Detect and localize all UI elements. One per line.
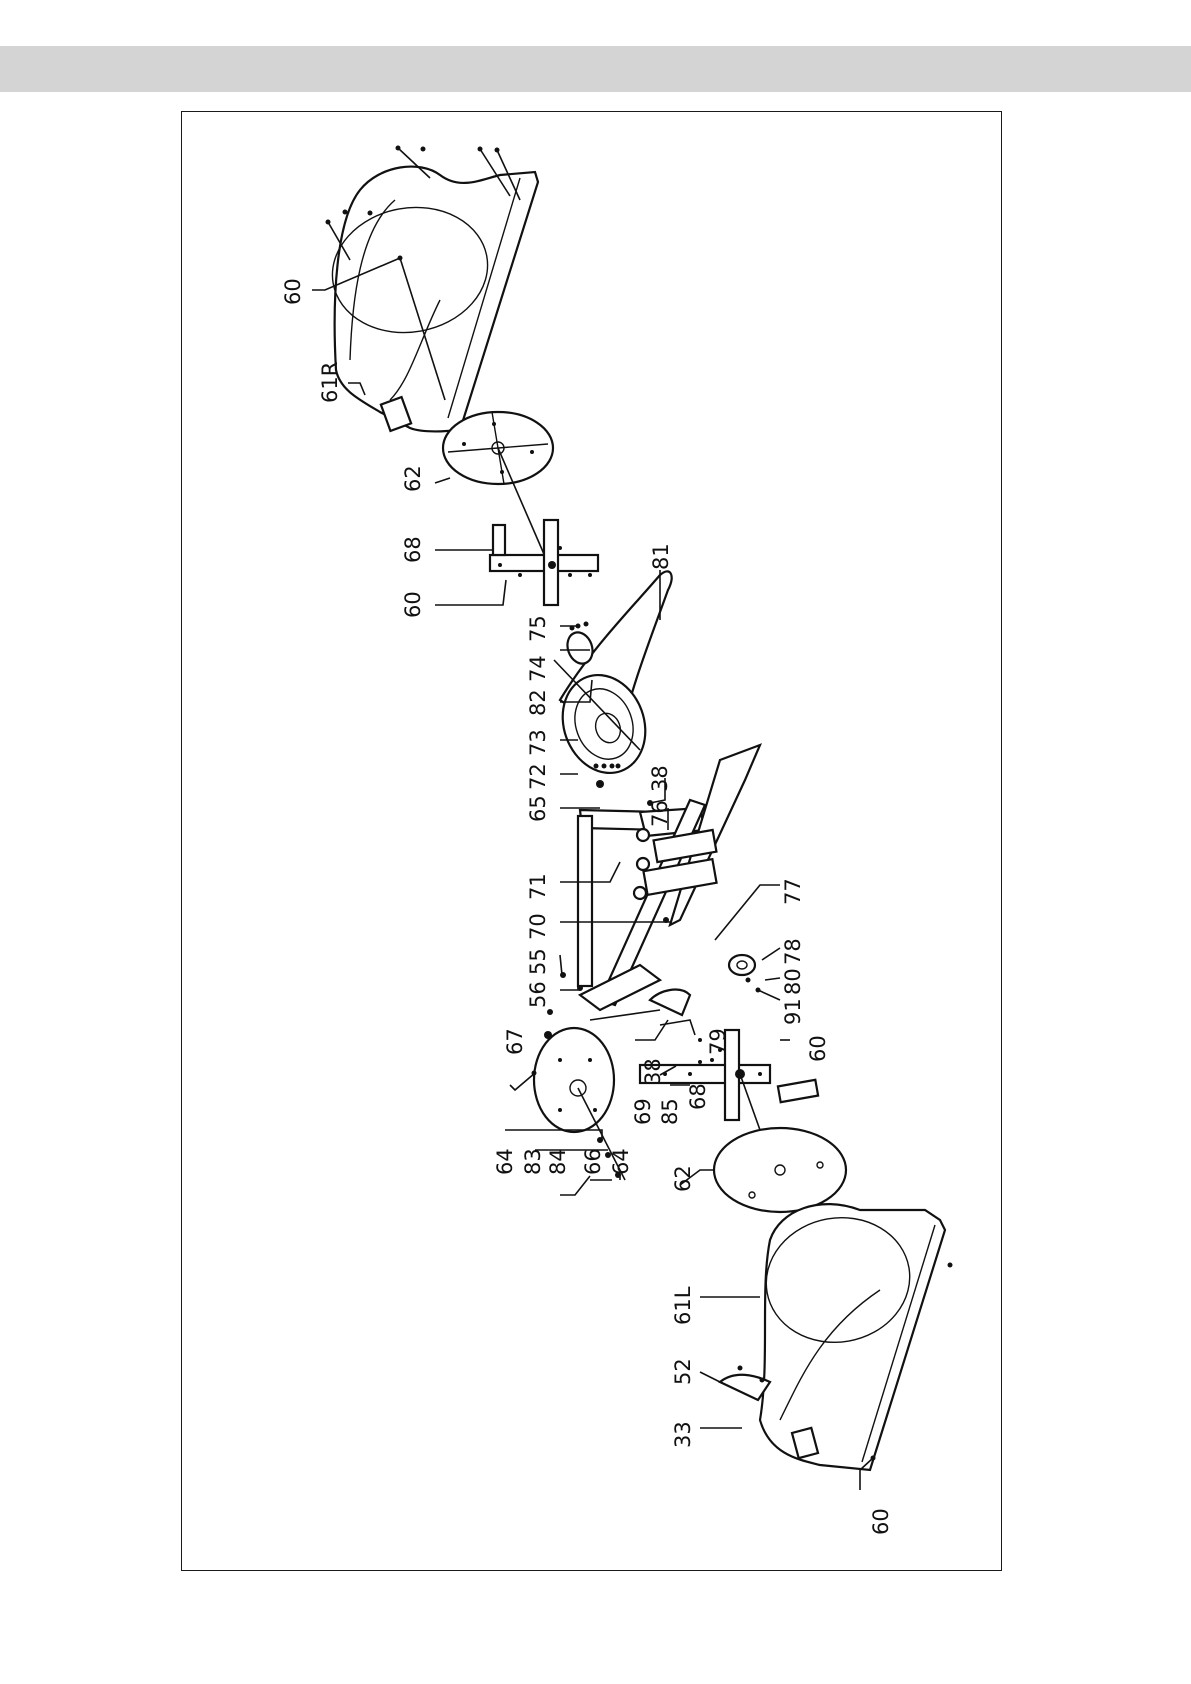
- label-38: 38: [641, 1058, 665, 1085]
- label-33: 33: [671, 1421, 695, 1448]
- label-80: 80: [781, 968, 805, 995]
- label-78: 78: [781, 938, 805, 965]
- label-62: 62: [401, 465, 425, 492]
- label-65: 65: [526, 795, 550, 822]
- side-cover-right: [322, 146, 538, 432]
- label-64: 64: [493, 1148, 517, 1175]
- label-56: 56: [526, 981, 550, 1008]
- disc-left: [714, 1128, 846, 1212]
- label-60: 60: [869, 1508, 893, 1535]
- label-75: 75: [526, 615, 550, 642]
- label-73: 73: [526, 729, 550, 756]
- label-76: 76: [648, 800, 672, 827]
- label-69: 69: [631, 1098, 655, 1125]
- label-60: 60: [281, 278, 305, 305]
- label-82: 82: [526, 689, 550, 716]
- bearing-parts: [729, 955, 761, 993]
- label-60: 60: [401, 591, 425, 618]
- side-cover-left: [720, 1204, 953, 1470]
- label-85: 85: [658, 1098, 682, 1125]
- label-68: 68: [686, 1083, 710, 1110]
- label-74: 74: [526, 655, 550, 682]
- label-60: 60: [806, 1035, 830, 1062]
- label-83: 83: [521, 1148, 545, 1175]
- label-81: 81: [649, 543, 673, 570]
- label-72: 72: [526, 763, 550, 790]
- label-91: 91: [781, 998, 805, 1025]
- pulley-assembly: [549, 571, 671, 788]
- label-61R: 61R: [318, 362, 342, 403]
- label-55: 55: [526, 948, 550, 975]
- label-66: 66: [581, 1148, 605, 1175]
- label-71: 71: [526, 873, 550, 900]
- label-61L: 61L: [671, 1286, 695, 1325]
- bracket-right: [490, 520, 598, 605]
- label-79: 79: [706, 1028, 730, 1055]
- label-67: 67: [503, 1028, 527, 1055]
- label-84: 84: [546, 1148, 570, 1175]
- label-68: 68: [401, 536, 425, 563]
- label-52: 52: [671, 1358, 695, 1385]
- label-38: 38: [648, 765, 672, 792]
- label-77: 77: [781, 878, 805, 905]
- label-64: 64: [609, 1148, 633, 1175]
- label-70: 70: [526, 913, 550, 940]
- label-62: 62: [671, 1165, 695, 1192]
